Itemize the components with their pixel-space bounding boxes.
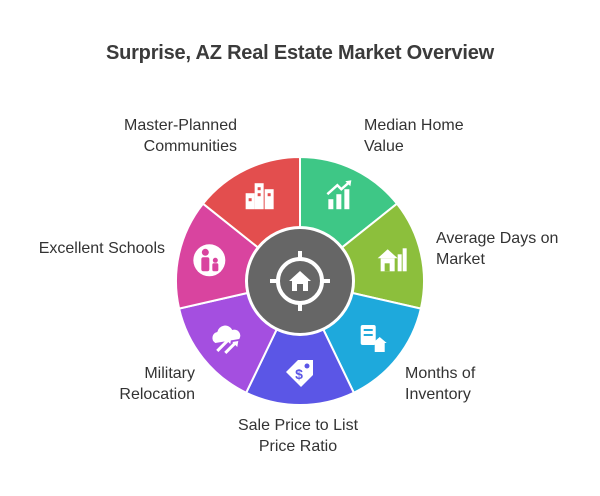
label-military-relocation: Military Relocation [119, 365, 195, 403]
document-house-icon [360, 324, 387, 352]
label-average-days-on-market: Average Days on Market [436, 230, 559, 268]
label-excellent-schools: Excellent Schools [38, 240, 165, 257]
price-tag-icon: $ [286, 360, 313, 387]
parent-child-icon [193, 244, 226, 277]
house-chart-icon [377, 248, 407, 272]
label-sale-price-to-list-price-ratio: Sale Price to List Price Ratio [237, 417, 359, 455]
house-target-icon [270, 251, 330, 311]
cloud-arrow-icon [212, 325, 241, 355]
label-master-planned-communities: Master-Planned Communities [124, 117, 237, 155]
label-median-home-value: Median Home Value [364, 117, 464, 155]
diagram-title: Surprise, AZ Real Estate Market Overview [105, 42, 495, 64]
growth-chart-icon [326, 180, 352, 210]
buildings-icon [245, 183, 274, 210]
svg-text:$: $ [295, 366, 303, 382]
label-months-of-inventory: Months of Inventory [405, 365, 476, 403]
